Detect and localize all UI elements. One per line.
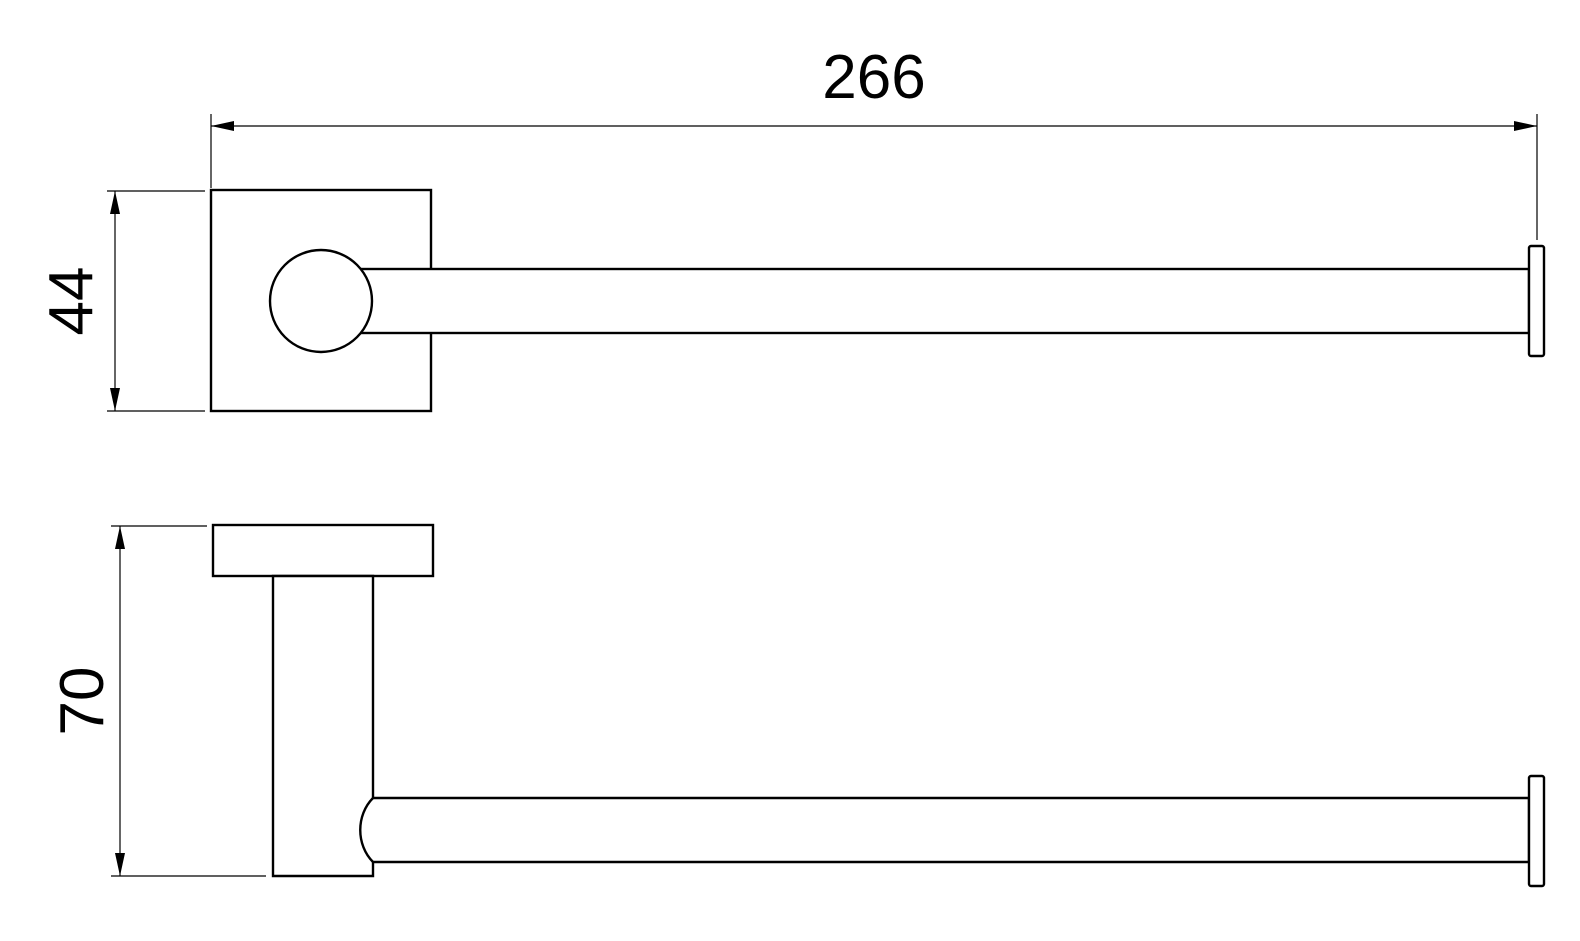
length-dimension: 266: [210, 43, 1538, 240]
side-view-base-plate: [211, 523, 435, 578]
length-label: 266: [822, 43, 925, 112]
side-view-post-and-rod: [271, 574, 1531, 878]
side-view: [211, 523, 1546, 888]
side-view-end-cap: [1527, 774, 1546, 888]
base-arrow-top: [110, 191, 120, 214]
depth-label: 70: [48, 667, 117, 736]
depth-dimension: 70: [48, 525, 266, 877]
top-view-rod: [354, 267, 1531, 335]
length-arrow-left: [211, 121, 234, 131]
depth-arrow-bottom: [115, 853, 125, 876]
length-arrow-right: [1514, 121, 1537, 131]
base-height-label: 44: [37, 267, 106, 336]
top-view: [209, 188, 1546, 413]
top-view-end-cap: [1527, 244, 1546, 358]
top-view-post-circle: [268, 248, 374, 354]
depth-arrow-top: [115, 526, 125, 549]
base-arrow-bottom: [110, 388, 120, 411]
base-height-dimension: 44: [37, 190, 205, 412]
side-view-rod-joint: [359, 797, 374, 863]
